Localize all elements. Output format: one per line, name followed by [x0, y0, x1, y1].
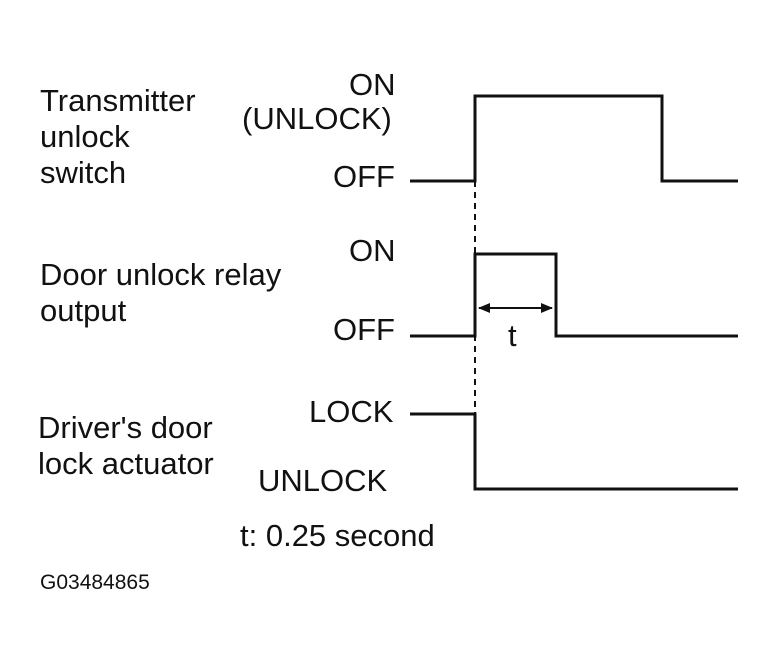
signal-3-high-label: LOCK: [309, 394, 394, 429]
figure-code: G03484865: [40, 571, 150, 594]
signal-3-name-line-1: Driver's door: [38, 410, 213, 445]
signal-2-name-line-2: output: [40, 293, 127, 328]
signal-2-low-label: OFF: [333, 312, 395, 347]
signal-1-name-line-2: unlock: [40, 119, 130, 154]
signal-1-low-label: OFF: [333, 159, 395, 194]
signal-3-name-line-2: lock actuator: [38, 446, 214, 481]
signal-3-waveform: [410, 412, 738, 491]
timing-note: t: 0.25 second: [240, 518, 435, 553]
signal-1-high-label-line-2: (UNLOCK): [242, 101, 392, 136]
signal-2-name-line-1: Door unlock relay: [40, 257, 282, 292]
signal-1-name-line-3: switch: [40, 155, 127, 190]
signal-1-name-line-1: Transmitter: [40, 83, 196, 118]
signal-3-low-label: UNLOCK: [258, 463, 388, 498]
signal-2-high-label: ON: [349, 233, 396, 268]
pulse-width-label: t: [508, 318, 517, 353]
signal-1-high-label-line-1: ON: [349, 67, 396, 102]
signal-1-waveform: [410, 94, 738, 183]
signal-2-waveform: [410, 252, 738, 338]
